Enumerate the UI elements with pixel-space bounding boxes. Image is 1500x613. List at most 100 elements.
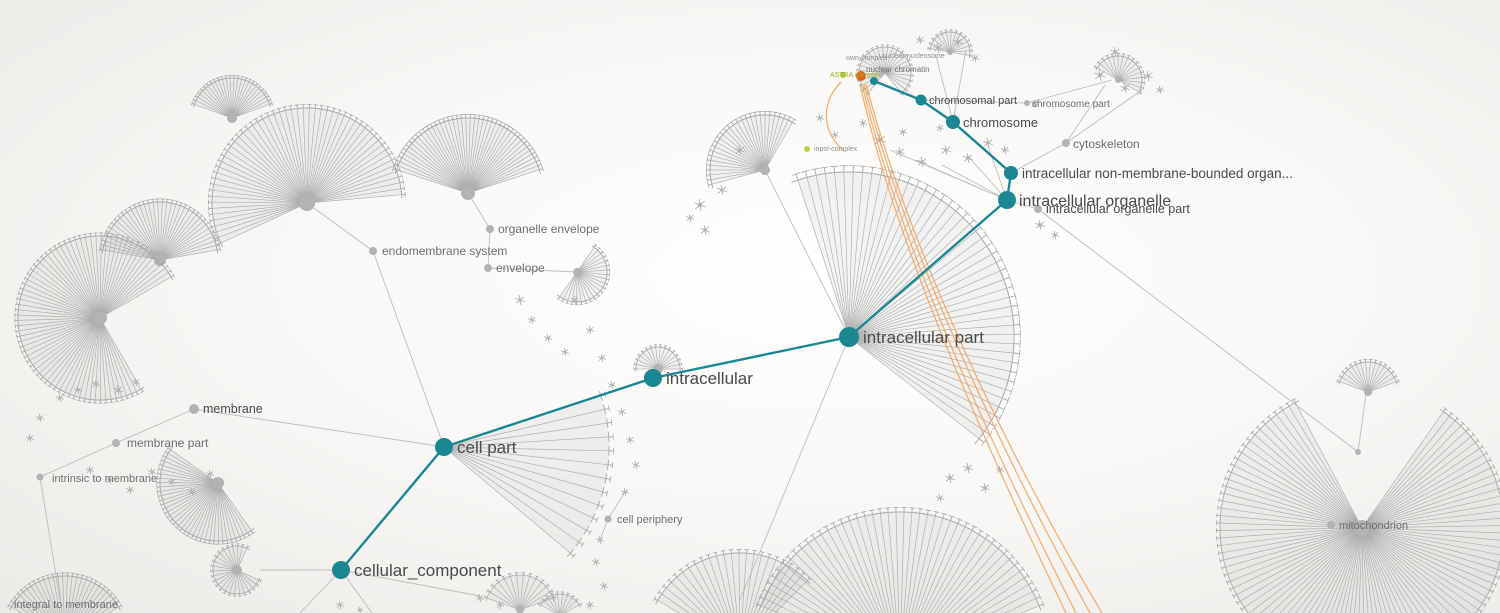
term-label[interactable]: nuclear nucleosome [882,53,945,60]
term-label[interactable]: mitochondrion [1339,520,1408,532]
path-node-label-intracellular-non-membrane-bounded-organelle[interactable]: intracellular non-membrane-bounded organ… [1022,166,1293,181]
leaf-star [188,488,196,496]
fan-cluster [392,114,544,200]
leaf-star [336,601,344,609]
path-node-label-chromosomal-part[interactable]: chromosomal part [929,95,1017,107]
gray-term-node[interactable] [1327,521,1335,529]
leaf-star [496,601,504,609]
term-label[interactable]: membrane part [127,436,209,450]
path-node-label-cellular_component[interactable]: cellular_component [354,561,502,580]
path-node-label-intracellular[interactable]: intracellular [666,369,753,388]
path-node-label-intracellular-organelle[interactable]: intracellular organelle [1019,193,1171,210]
term-label[interactable]: cytoskeleton [1073,137,1140,151]
fan-cluster [633,344,683,374]
leaf-star [1031,100,1039,108]
fan-hub-node[interactable] [516,606,524,613]
leaf-star [963,463,973,473]
path-node-label-chromosome[interactable]: chromosome [963,115,1038,130]
leaf-star [168,478,176,486]
path-node-cellular_component[interactable] [332,561,350,579]
astra-complex-node[interactable] [840,72,846,78]
leaf-star [56,394,64,402]
graph-edge [487,267,578,273]
leaf-star [632,461,640,469]
gray-term-node[interactable] [369,247,377,255]
path-node-intracellular-part[interactable] [839,327,859,347]
gray-term-node[interactable] [1355,449,1361,455]
gray-term-node[interactable] [484,264,492,272]
gray-edge-layer [39,49,1367,613]
path-node-intracellular[interactable] [644,369,662,387]
leaf-star [971,54,979,62]
graph-edge [739,336,850,601]
term-label[interactable]: organelle envelope [498,222,600,236]
graph-edge [467,192,491,230]
path-node-cell-part[interactable] [435,438,453,456]
leaf-star [596,536,604,544]
term-label[interactable]: envelope [496,261,545,275]
fan-hub-node[interactable] [232,565,242,575]
fan-hub-node[interactable] [1364,388,1372,396]
path-node-chromosomal-part[interactable] [915,94,927,106]
path-node-chromosome[interactable] [946,115,960,129]
leaf-star [621,488,629,496]
fan-cluster [927,29,973,58]
term-label[interactable]: intracellular organelle part [1046,202,1190,216]
fan-cluster [190,74,274,123]
gray-term-node[interactable] [1062,139,1070,147]
graph-edge [487,228,491,269]
fan-cluster-layer [7,29,1500,613]
fan-hub-node[interactable] [93,311,107,325]
gray-term-node[interactable] [1034,205,1042,213]
leaf-star [963,153,973,163]
path-node-intracellular-organelle[interactable] [998,191,1016,209]
term-label[interactable]: ASTRA complex [830,72,881,79]
fan-hub-node[interactable] [227,113,237,123]
orange-relation-curve [863,83,1091,613]
leaf-star [831,131,839,139]
graph-edge [599,518,609,541]
orange-relation-curve [865,83,1103,613]
path-node-intracellular-non-membrane-bounded-organelle[interactable] [1004,166,1018,180]
gray-term-node[interactable] [486,225,494,233]
term-label[interactable]: membrane [203,402,263,416]
gray-term-node[interactable] [1024,100,1030,106]
leaf-star [26,434,34,442]
highlighted-path-edge [848,199,1008,338]
fan-hub-node[interactable] [1354,520,1370,536]
gray-term-node[interactable] [604,515,612,523]
fan-cluster [755,507,1045,613]
highlighted-path-edge [340,446,445,571]
fan-hub-node[interactable] [947,49,953,55]
leaf-star [917,157,927,167]
term-label[interactable]: integral to membrane [14,599,118,611]
term-label[interactable]: nuclear chromatin [866,65,930,74]
gray-term-node[interactable] [36,473,44,481]
fan-hub-node[interactable] [1115,77,1121,83]
path-node-label-cell-part[interactable]: cell part [457,438,517,457]
term-label[interactable]: inpol-complex [814,146,858,153]
term-label[interactable]: intrinsic to membrane [52,473,157,485]
term-label[interactable]: cell periphery [617,514,683,526]
gray-term-node[interactable] [189,404,199,414]
path-node-nucleosome-cluster-node[interactable] [870,77,878,85]
path-node-label-intracellular-part[interactable]: intracellular part [863,328,984,347]
term-label[interactable]: chromosome part [1032,99,1110,110]
term-label[interactable]: endomembrane system [382,244,507,258]
leaf-star [126,486,134,494]
leaf-star [980,483,990,493]
graph-edge [1065,89,1143,144]
gray-term-node[interactable] [112,439,120,447]
term-label[interactable]: own-complex [846,55,888,62]
leaf-star [528,316,536,324]
fan-hub-node[interactable] [212,477,224,489]
fan-cluster [7,572,123,613]
inpol-complex-node[interactable] [804,146,810,152]
leaf-star [700,225,710,235]
nucleosome-hub-node[interactable] [856,71,866,81]
graph-edge [372,250,445,448]
leaf-star [933,43,943,53]
graph-edge [1065,84,1106,144]
graph-edge [607,491,626,520]
